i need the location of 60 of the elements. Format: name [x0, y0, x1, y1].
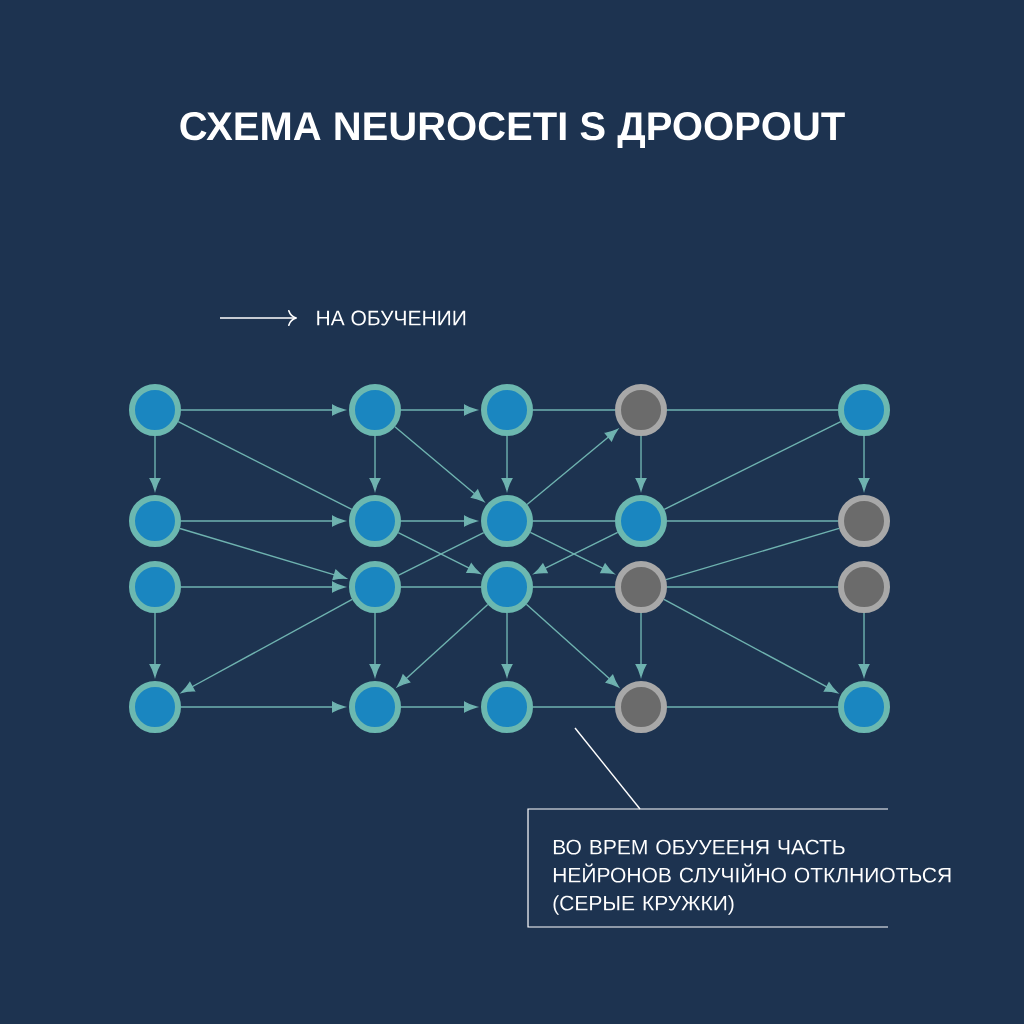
neuron-circle	[349, 561, 401, 613]
connector-line	[532, 409, 616, 411]
neuron-circle	[349, 495, 401, 547]
arrow	[526, 428, 619, 506]
neuron-circle	[838, 681, 890, 733]
legend-label: НА ОБУЧЕНИИ	[317, 310, 466, 326]
connector-line	[666, 586, 839, 588]
arrow	[180, 581, 345, 593]
arrow	[525, 603, 619, 688]
neuron-circle	[481, 681, 533, 733]
arrow	[181, 598, 353, 693]
arrow	[369, 612, 381, 677]
arrow	[397, 603, 489, 688]
neuron-circle	[129, 561, 181, 613]
arrow	[149, 435, 161, 491]
neuron-circle	[349, 384, 401, 436]
connector-line	[532, 706, 616, 708]
neuron-circle	[481, 384, 533, 436]
neuron-circle	[838, 384, 890, 436]
arrow	[400, 404, 477, 416]
arrow	[635, 435, 647, 491]
arrow	[179, 527, 347, 581]
neuron-circle	[615, 561, 667, 613]
arrow	[400, 701, 477, 713]
neuron-circle	[129, 495, 181, 547]
connector-line	[532, 520, 616, 522]
arrow	[180, 404, 345, 416]
arrow	[635, 612, 647, 677]
arrow	[501, 612, 513, 677]
arrow	[858, 612, 870, 677]
connector-line	[663, 420, 842, 511]
neuron-circle	[481, 495, 533, 547]
neuron-circle	[349, 681, 401, 733]
title: СХЕМА NEUROCETI S ДРООPOUT	[180, 112, 845, 148]
neuron-circle	[615, 681, 667, 733]
arrow	[180, 515, 345, 527]
arrow	[858, 435, 870, 491]
neuron-circle	[615, 384, 667, 436]
connector-line	[177, 421, 353, 510]
leader-line	[574, 727, 641, 810]
neuron-circle	[615, 495, 667, 547]
arrow	[369, 435, 381, 491]
arrow	[400, 515, 477, 527]
neuron-circle	[129, 384, 181, 436]
connector-line	[666, 706, 839, 708]
arrow	[149, 612, 161, 677]
arrow	[394, 426, 485, 502]
arrow	[501, 435, 513, 491]
arrow	[180, 701, 345, 713]
connector-line	[666, 520, 839, 522]
callout-box: ВО ВРЕМ ОБУУЕЕНЯ ЧАСТЬ НЕЙРОНОВ СЛУЧІЙНО ОТКЛНИОТЬСЯ (СЕРЫЕ КРУЖКИ)	[527, 808, 951, 928]
connector-line	[532, 586, 616, 588]
neuron-circle	[838, 561, 890, 613]
connector-line	[400, 586, 482, 588]
neuron-circle	[838, 495, 890, 547]
neuron-circle	[481, 561, 533, 613]
connector-line	[666, 409, 839, 411]
arrow	[663, 598, 838, 694]
neuron-circle	[129, 681, 181, 733]
connector-line	[665, 527, 840, 581]
